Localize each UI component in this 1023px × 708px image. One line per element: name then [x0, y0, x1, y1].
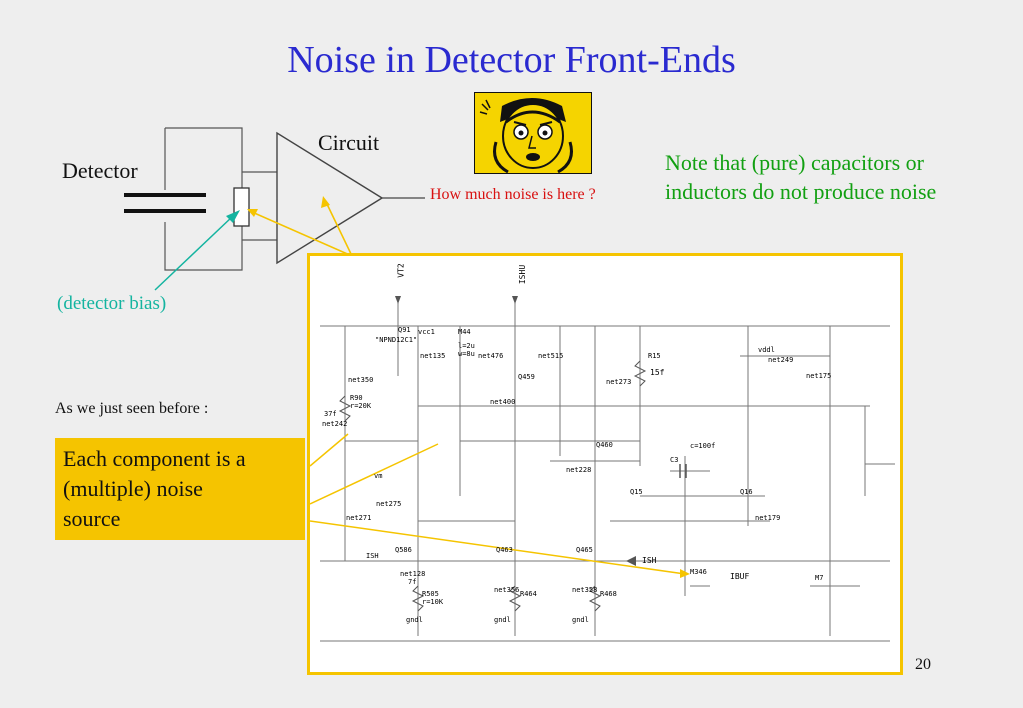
detector-label: Detector — [62, 158, 138, 183]
label-ishu: ISHU — [518, 264, 528, 285]
label-c15f: 15f — [650, 368, 665, 377]
label-ish-right: ISH — [642, 556, 657, 565]
label-vt2: VT2 — [396, 263, 406, 278]
label-q586: Q586 — [395, 546, 412, 554]
label-w8u: w=8u — [458, 350, 475, 358]
amplifier-triangle — [276, 131, 384, 265]
wire-top — [165, 127, 243, 190]
label-net249: net249 — [768, 356, 794, 364]
label-net179: net179 — [755, 514, 781, 522]
label-ish-left: ISH — [366, 552, 379, 560]
label-r10k-1: r=10K — [422, 598, 444, 606]
label-r464: R464 — [520, 590, 537, 598]
label-net242: net242 — [322, 420, 348, 428]
label-l2u: l=2u — [458, 342, 475, 350]
label-q15: Q15 — [630, 488, 643, 496]
label-net358: net358 — [572, 586, 598, 594]
label-r-20k: r=20K — [350, 402, 372, 410]
label-q91: Q91 — [398, 326, 411, 334]
bias-arrow-line — [154, 215, 234, 291]
label-net228: net228 — [566, 466, 592, 474]
wire-left-bottom — [164, 222, 243, 271]
worried-face-cartoon — [474, 92, 592, 174]
circuit-label: Circuit — [318, 130, 380, 155]
label-ibuf: IBUF — [730, 572, 750, 581]
label-q465: Q465 — [576, 546, 593, 554]
bias-arrow-head — [226, 210, 240, 223]
label-npn-1: "NPND12C1" — [375, 336, 418, 344]
label-net128: net128 — [400, 570, 426, 578]
label-r15: R15 — [648, 352, 661, 360]
callout-line-3: source — [63, 506, 121, 531]
label-vm: vm — [374, 472, 383, 480]
label-net175: net175 — [806, 372, 832, 380]
label-vddl: vddl — [758, 346, 775, 354]
bias-resistor — [233, 187, 250, 227]
label-c100f: c=100f — [690, 442, 716, 450]
label-q459: Q459 — [518, 373, 535, 381]
label-r468: R468 — [600, 590, 617, 598]
detector-bias-label: (detector bias) — [57, 293, 167, 314]
label-q460: Q460 — [596, 441, 613, 449]
label-c7f: 7f — [408, 578, 417, 586]
note-line-2: inductors do not produce noise — [665, 179, 937, 204]
note-line-1: Note that (pure) capacitors or — [665, 150, 924, 175]
label-q16: Q16 — [740, 488, 753, 496]
yellow-arrow-2 — [325, 201, 353, 257]
label-net273: net273 — [606, 378, 632, 386]
label-r90: R90 — [350, 394, 363, 402]
page-number: 20 — [915, 656, 931, 673]
noise-source-callout: Each component is a (multiple) noise sou… — [55, 438, 305, 540]
label-net356: net356 — [494, 586, 520, 594]
label-net135: net135 — [420, 352, 446, 360]
label-gndl-2: gndl — [494, 616, 511, 624]
label-net350: net350 — [348, 376, 374, 384]
label-gndl-3: gndl — [572, 616, 589, 624]
label-c3: C3 — [670, 456, 679, 464]
noise-question: How much noise is here ? — [430, 186, 596, 203]
schematic-panel: VT2 ISHU Q91 vcc1 "NPND12C1" net135 net3… — [307, 253, 903, 675]
label-m7: M7 — [815, 574, 824, 582]
schematic-drawing — [310, 296, 895, 642]
label-r505: R505 — [422, 590, 439, 598]
label-m44: M44 — [458, 328, 471, 336]
callout-line-1: Each component is a — [63, 446, 246, 471]
label-gndl-1: gndl — [406, 616, 423, 624]
label-net400: net400 — [490, 398, 516, 406]
label-m346: M346 — [690, 568, 707, 576]
label-vcc1: vcc1 — [418, 328, 435, 336]
capacitor-plate-top — [124, 193, 206, 197]
yellow-arrow-1-head — [247, 209, 258, 217]
callout-line-2: (multiple) noise — [63, 476, 203, 501]
yellow-arrow-2-head — [321, 196, 330, 208]
label-q463: Q463 — [496, 546, 513, 554]
capacitor-note: Note that (pure) capacitors or inductors… — [665, 148, 936, 206]
label-net476: net476 — [478, 352, 504, 360]
slide-title: Noise in Detector Front-Ends — [287, 39, 736, 81]
intro-text: As we just seen before : — [55, 400, 209, 417]
label-net515: net515 — [538, 352, 564, 360]
label-net271: net271 — [346, 514, 372, 522]
label-cap37: 37f — [324, 410, 337, 418]
label-net275: net275 — [376, 500, 402, 508]
capacitor-plate-bottom — [124, 209, 206, 213]
yellow-arrow-1 — [251, 211, 353, 257]
